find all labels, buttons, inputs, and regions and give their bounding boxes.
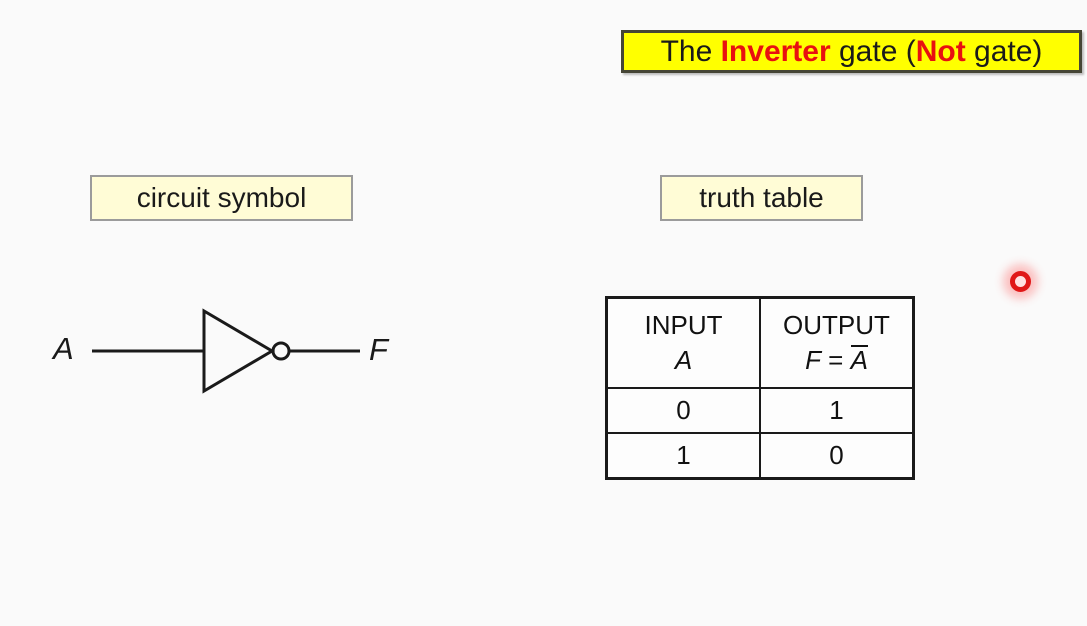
title-part: gate) [965,34,1043,68]
header-input-var: A [674,345,693,375]
input-net-label: A [53,331,74,366]
header-output-a-overline: A [850,345,868,375]
header-input-text: INPUT [644,309,723,340]
cell-output-0: 1 [759,387,915,434]
title-part: gate ( [830,34,916,68]
title-part: The [660,34,721,68]
cell-input-1: 1 [605,432,761,480]
truth-table-row: 1 0 [605,432,915,480]
inversion-bubble [271,341,291,361]
circuit-symbol-label-text: circuit symbol [136,182,307,213]
output-net-label: F [369,332,388,367]
cell-output-1: 0 [759,432,915,480]
truth-table-header-output: OUTPUT F = A [759,296,915,389]
inverter-gate-symbol [92,308,360,394]
truth-table-label-text: truth table [699,182,824,213]
truth-table-header-input: INPUT A [605,296,761,389]
header-output-equals: = [820,345,851,375]
truth-table-row: 0 1 [605,387,915,434]
truth-table: INPUT A OUTPUT F = A 0 1 1 0 [605,296,915,480]
slide-title: The Inverter gate (Not gate) [621,30,1082,73]
laser-pointer-dot [1010,271,1031,292]
truth-table-label: truth table [660,175,863,221]
header-output-f: F [805,345,821,375]
header-output-text: OUTPUT [783,309,890,340]
title-part-not: Not [915,34,966,68]
title-part-inverter: Inverter [720,34,831,68]
inverter-triangle [202,308,275,394]
cell-input-0: 0 [605,387,761,434]
circuit-symbol-label: circuit symbol [90,175,353,221]
truth-table-header-row: INPUT A OUTPUT F = A [605,296,915,389]
